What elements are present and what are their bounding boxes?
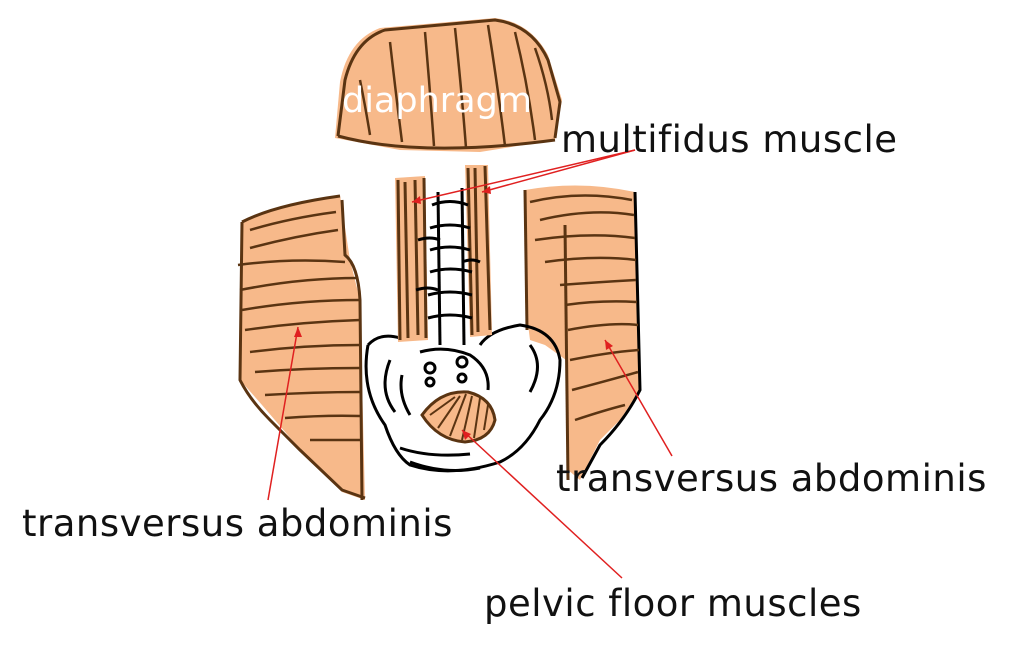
leader-transversus-right [604, 339, 673, 457]
diaphragm-label: diaphragm [342, 81, 532, 121]
pelvic-floor-label: pelvic floor muscles [484, 582, 862, 625]
transversus-left-label: transversus abdominis [22, 502, 453, 545]
pelvis-shape [364, 323, 562, 473]
leader-pelvic-floor [461, 429, 623, 579]
leader-multifidus-right [481, 149, 636, 193]
transversus-right-label: transversus abdominis [556, 457, 987, 500]
pelvic-floor-shape [420, 390, 497, 444]
right-transversus-shape [523, 185, 642, 481]
spine-shape [415, 187, 481, 346]
multifidus-label: multifidus muscle [561, 118, 898, 161]
leader-multifidus-left [411, 149, 636, 203]
leader-lines [267, 149, 673, 579]
left-transversus-shape [237, 194, 366, 501]
leader-arrowheads [294, 186, 613, 440]
leader-transversus-left [267, 326, 299, 501]
diaphragm-shape [335, 18, 562, 152]
multifidus-left-shape [395, 176, 428, 342]
